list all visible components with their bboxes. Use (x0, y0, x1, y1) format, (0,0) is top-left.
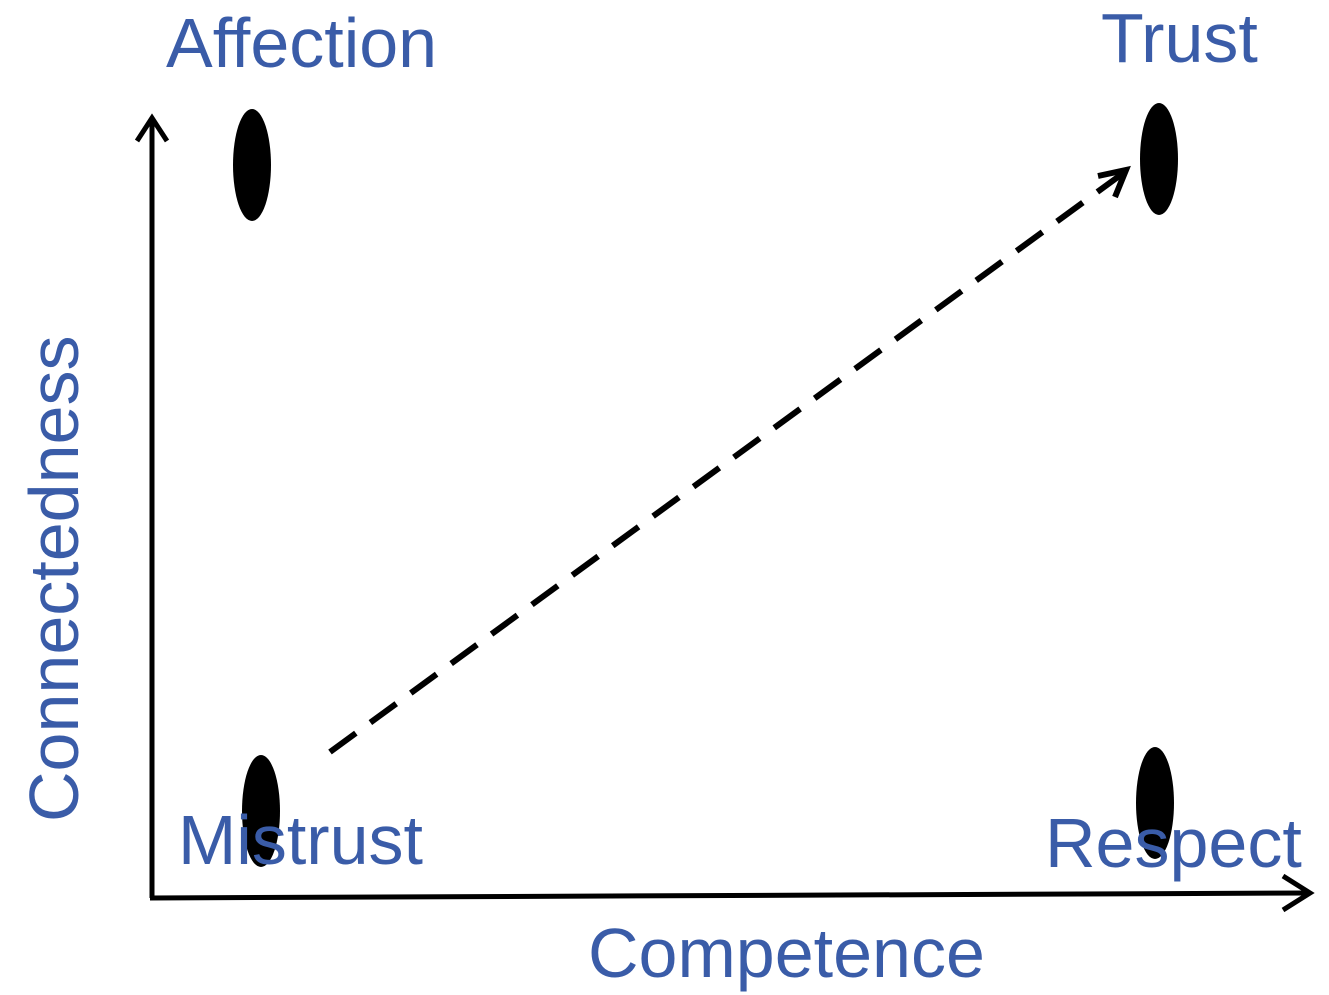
affection-label: Affection (166, 4, 437, 82)
mistrust-label: Mistrust (178, 801, 423, 879)
x-axis (149, 873, 1315, 913)
respect-marker (1136, 747, 1174, 859)
x-axis-title: Competence (588, 914, 985, 992)
mistrust-to-trust-arrow (328, 165, 1131, 755)
affection-marker (233, 109, 271, 221)
y-axis (134, 113, 170, 898)
mistrust-marker (242, 755, 280, 867)
trust-marker (1140, 103, 1178, 215)
y-axis-title: Connectedness (15, 336, 93, 822)
trust-label: Trust (1101, 0, 1258, 77)
respect-label: Respect (1045, 804, 1302, 882)
